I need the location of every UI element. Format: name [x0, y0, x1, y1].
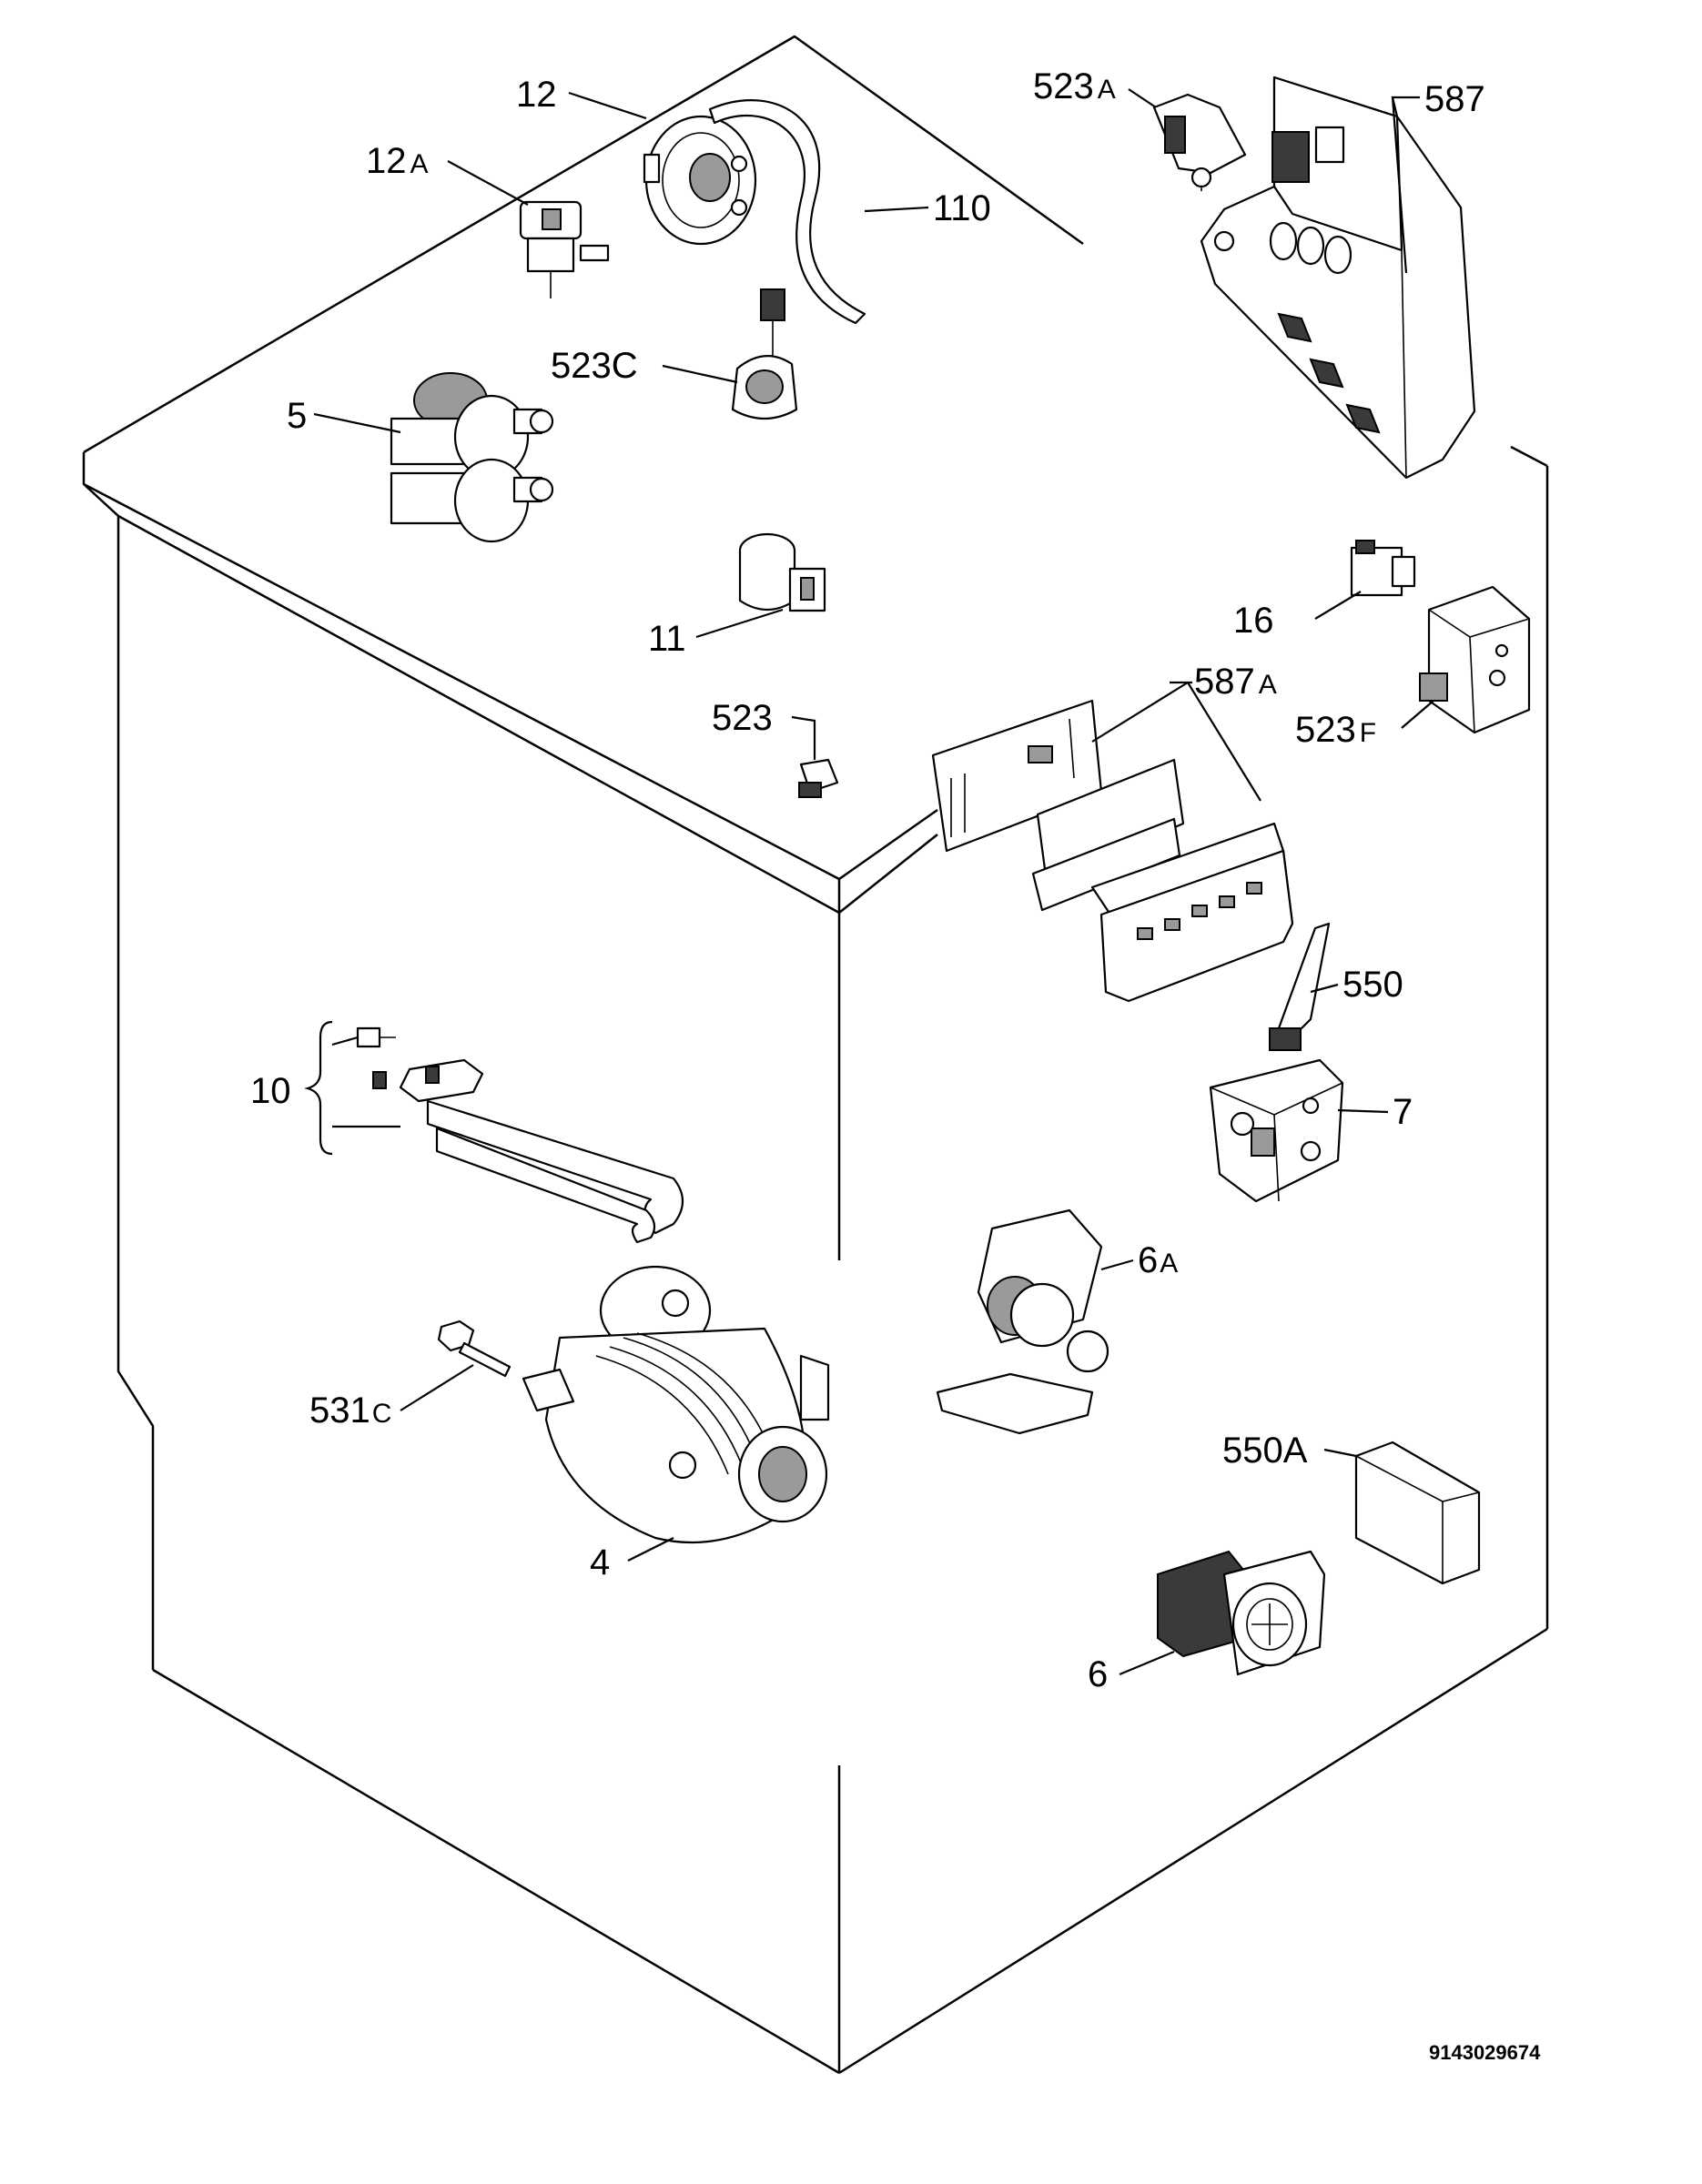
callout-6a: 6A	[1138, 1240, 1178, 1280]
heating-element-10	[356, 1026, 684, 1244]
capacitor-11	[738, 532, 826, 612]
programme-selector-7	[1209, 1058, 1344, 1203]
callout-6: 6	[1088, 1654, 1108, 1694]
leader-lines	[304, 88, 1434, 1676]
sensor-clip-523c	[731, 288, 798, 420]
pressure-switch-12	[643, 115, 757, 246]
callout-550: 550	[1342, 965, 1403, 1005]
hose-110	[708, 99, 866, 325]
door-lock-16	[1350, 540, 1416, 597]
drain-pump-6	[1157, 1550, 1326, 1676]
drain-pump-6a	[936, 1208, 1109, 1435]
cabinet-outline	[82, 35, 1549, 2075]
pressure-sensor-12a	[519, 200, 610, 298]
interlock-523f	[1419, 585, 1531, 734]
callout-523: 523	[712, 698, 773, 738]
callout-7: 7	[1393, 1092, 1413, 1132]
callout-550a: 550A	[1222, 1431, 1308, 1471]
callout-5: 5	[287, 396, 307, 436]
electronic-module-587	[1200, 76, 1476, 480]
callout-11: 11	[648, 619, 686, 659]
drawing-number: 9143029674	[1429, 2041, 1541, 2064]
callout-110: 110	[933, 188, 991, 228]
control-board-587a	[931, 699, 1294, 1003]
actuator-550	[1269, 922, 1331, 1051]
inlet-valve-5	[390, 372, 554, 543]
callout-12: 12	[516, 75, 557, 115]
clip-523	[798, 758, 839, 798]
callout-587: 587	[1424, 79, 1485, 119]
callout-4: 4	[590, 1542, 610, 1582]
callout-523c: 523C	[551, 346, 638, 386]
cover-550a	[1354, 1441, 1481, 1585]
connector-523a	[1152, 93, 1247, 191]
screw-531c	[437, 1320, 512, 1378]
callout-16: 16	[1233, 601, 1274, 641]
callout-531c: 531C	[309, 1390, 391, 1431]
motor-4	[522, 1265, 830, 1543]
callout-10: 10	[250, 1071, 291, 1111]
